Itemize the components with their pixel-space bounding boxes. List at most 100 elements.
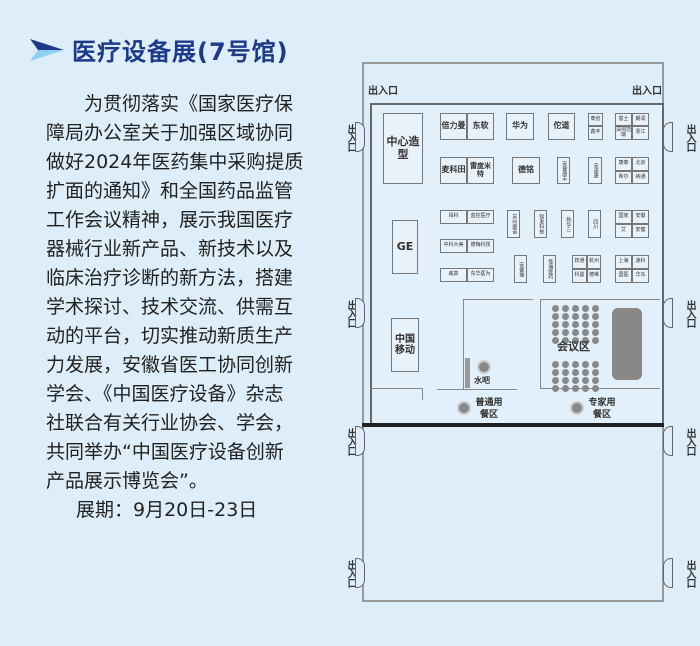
booth: 浙江 bbox=[632, 126, 649, 140]
text-line: 临床治疗诊断的新方法，搭建 bbox=[46, 267, 294, 289]
entrance-label: 出入口 bbox=[368, 86, 398, 97]
booth: 德维 bbox=[587, 269, 601, 283]
text-line: 产品展示博览会”。 bbox=[46, 470, 208, 492]
booth: 富士 bbox=[615, 113, 632, 126]
door bbox=[663, 558, 673, 588]
expert-dining-label: 专家用餐区 bbox=[588, 398, 616, 420]
seat bbox=[582, 377, 589, 384]
seat bbox=[592, 329, 599, 336]
seat bbox=[562, 377, 569, 384]
booth: 艾 bbox=[615, 224, 632, 238]
seat bbox=[582, 313, 589, 320]
booth: 华东 bbox=[632, 269, 649, 283]
dining-icon bbox=[570, 401, 584, 415]
general-dining-label: 普通用餐区 bbox=[475, 398, 503, 420]
seat bbox=[572, 313, 579, 320]
text-line: 障局办公室关于加强区域协同 bbox=[46, 122, 294, 144]
booth: 华为 bbox=[506, 113, 534, 140]
door bbox=[355, 426, 365, 456]
booth: 国家 bbox=[615, 210, 632, 224]
seat bbox=[572, 361, 579, 368]
booth: 纳通 bbox=[632, 171, 649, 184]
booth: 科曼 bbox=[572, 269, 587, 283]
seat bbox=[552, 385, 559, 392]
seat bbox=[562, 385, 569, 392]
door bbox=[355, 558, 365, 588]
text-line: 学术探讨、技术交流、供需互 bbox=[46, 296, 294, 318]
door bbox=[355, 298, 365, 328]
text-line: 为贯彻落实《国家医疗保 bbox=[84, 93, 294, 115]
wall-line bbox=[437, 389, 517, 390]
booth: 锦发科技 bbox=[534, 210, 547, 238]
wall-line bbox=[540, 388, 660, 389]
wall-line bbox=[540, 299, 660, 300]
exhibition-dates: 展期：9月20日-23日 bbox=[76, 499, 258, 521]
seat bbox=[592, 313, 599, 320]
booth: 东华医为 bbox=[467, 268, 494, 282]
booth: 安健福 bbox=[514, 255, 527, 283]
booth: GE bbox=[392, 220, 418, 274]
booth: 安健 bbox=[632, 224, 649, 238]
text-line: 器械行业新产品、新技术以及 bbox=[46, 238, 294, 260]
seat bbox=[562, 361, 569, 368]
entrance-label: 出入口 bbox=[684, 124, 695, 151]
stage bbox=[612, 308, 642, 380]
booth: 安健康丰 bbox=[557, 157, 570, 184]
booth: 昂科 bbox=[440, 210, 467, 224]
seat bbox=[562, 305, 569, 312]
text-line: 共同举办“中国医疗设备创新 bbox=[46, 441, 284, 463]
seat bbox=[562, 369, 569, 376]
seat bbox=[552, 329, 559, 336]
booth: 苏州康诺 bbox=[507, 210, 520, 238]
seat bbox=[572, 337, 579, 344]
booth: 鑫丰 bbox=[588, 126, 603, 140]
booth: 深圳迈瑞 bbox=[615, 126, 632, 140]
booth: 安徽 bbox=[632, 210, 649, 224]
seat bbox=[592, 385, 599, 392]
wall-line bbox=[540, 299, 541, 389]
wall-line bbox=[463, 299, 533, 300]
text-line: 学会、《中国医疗设备》杂志 bbox=[46, 383, 284, 405]
booth: 四川 bbox=[588, 210, 601, 238]
seat bbox=[562, 329, 569, 336]
seat bbox=[592, 305, 599, 312]
booth: 德铭 bbox=[512, 157, 540, 184]
door bbox=[355, 122, 365, 152]
divider bbox=[362, 423, 664, 427]
booth: 蓝控医疗 bbox=[467, 210, 494, 224]
seat bbox=[572, 369, 579, 376]
entrance-label: 出入口 bbox=[345, 124, 356, 151]
meeting-area-label: 会议区 bbox=[557, 340, 590, 353]
seat bbox=[552, 321, 559, 328]
booth: 德梅科技 bbox=[467, 239, 494, 253]
text-line: 力发展，安徽省医工协同创新 bbox=[46, 354, 294, 376]
booth: 朗润 bbox=[632, 113, 649, 126]
booth: 新华三 bbox=[561, 210, 574, 238]
entrance-label: 出入口 bbox=[684, 428, 695, 455]
entrance-label: 出入口 bbox=[684, 300, 695, 327]
water-bar-icon bbox=[477, 360, 491, 374]
booth: 东软 bbox=[467, 113, 494, 140]
seat bbox=[572, 305, 579, 312]
wall-line bbox=[422, 388, 423, 400]
seat bbox=[592, 321, 599, 328]
dining-icon bbox=[457, 401, 471, 415]
seat bbox=[582, 369, 589, 376]
entrance-label: 出入口 bbox=[684, 560, 695, 587]
seat bbox=[572, 385, 579, 392]
entrance-label: 出入口 bbox=[345, 560, 356, 587]
booth: 泰创 bbox=[588, 113, 603, 126]
booth: 中心造型 bbox=[383, 113, 423, 184]
seat bbox=[562, 313, 569, 320]
booth: 中科大美 bbox=[440, 239, 467, 253]
booth: 北京 bbox=[632, 157, 649, 171]
seat bbox=[572, 321, 579, 328]
water-bar-counter bbox=[465, 358, 470, 388]
seat bbox=[592, 377, 599, 384]
arrow-icon bbox=[30, 38, 64, 61]
seat bbox=[582, 337, 589, 344]
seat bbox=[582, 329, 589, 336]
booth: 雷度米特 bbox=[467, 157, 494, 184]
booth: 希尔 bbox=[615, 171, 632, 184]
seat bbox=[552, 361, 559, 368]
